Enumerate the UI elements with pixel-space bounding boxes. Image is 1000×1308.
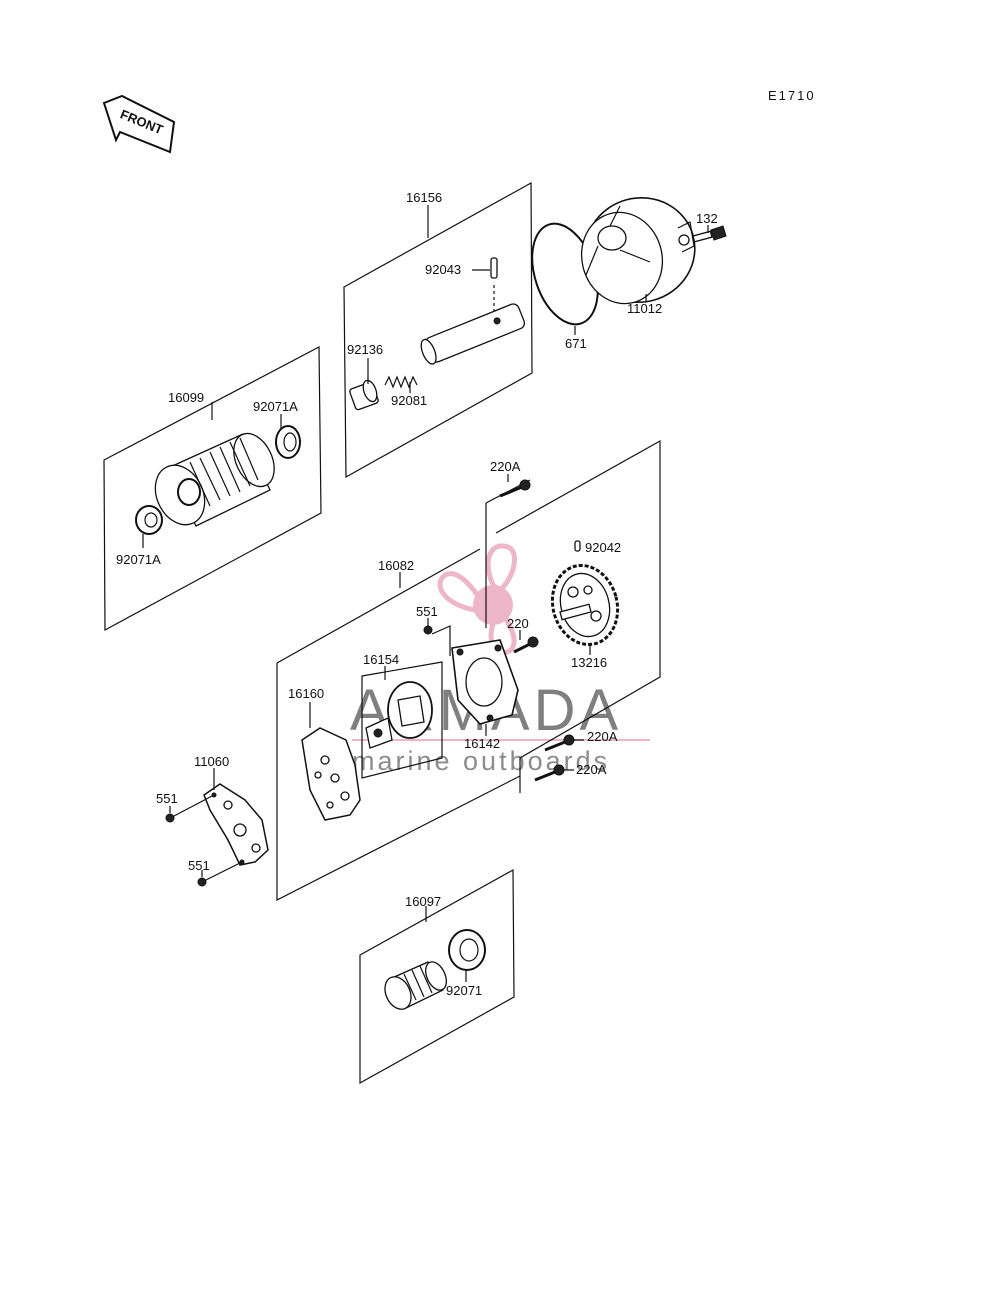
- bolt-220A-top: [499, 479, 531, 498]
- watermark-tagline: marine outboards: [352, 746, 610, 776]
- label-220A-right-1: 220A: [587, 729, 618, 744]
- pin-92043: [490, 257, 498, 279]
- bolt-220A-right-1: [544, 734, 575, 752]
- label-132: 132: [696, 211, 718, 226]
- label-92071A-top: 92071A: [253, 399, 298, 414]
- assembly-16082: 16082 16154 551 220: [276, 548, 618, 901]
- label-220A-top: 220A: [490, 459, 521, 474]
- label-16082: 16082: [378, 558, 414, 573]
- bolt-132: [692, 225, 727, 243]
- front-arrow-icon: FRONT: [102, 94, 176, 154]
- spring-92081: [384, 375, 418, 389]
- label-16097: 16097: [405, 894, 441, 909]
- assembly-16099: 16099 92071A 92071A: [103, 346, 322, 632]
- pump-shaft: [420, 303, 526, 365]
- label-16154: 16154: [363, 652, 399, 667]
- gear-13216: [550, 563, 620, 647]
- label-92081: 92081: [391, 393, 427, 408]
- bolt-220: [513, 636, 539, 654]
- label-16160: 16160: [288, 686, 324, 701]
- assembly-gear-side: 220A 92042 13216: [485, 439, 661, 793]
- pin-551-b: [197, 877, 207, 887]
- label-220A-right-2: 220A: [576, 762, 607, 777]
- seal-92071A-bottom: [135, 505, 163, 535]
- seal-92071: [448, 929, 486, 971]
- label-92071A-bottom: 92071A: [116, 552, 161, 567]
- relief-piston-92136: [349, 379, 379, 411]
- label-16156: 16156: [406, 190, 442, 205]
- pin-92042: [574, 540, 581, 552]
- label-16142: 16142: [464, 736, 500, 751]
- cover-16142: [451, 639, 519, 725]
- plate-16160: [301, 727, 361, 821]
- label-220: 220: [507, 616, 529, 631]
- label-11012: 11012: [627, 301, 662, 316]
- diagram-code: E1710: [768, 88, 816, 103]
- label-671: 671: [565, 336, 587, 351]
- label-11060: 11060: [194, 754, 229, 769]
- rotor-16154: [365, 681, 433, 749]
- assembly-16097: 16097 92071: [359, 868, 515, 1085]
- pump-housing-11012: [580, 196, 696, 305]
- label-92042: 92042: [585, 540, 621, 555]
- seal-92071A-top: [275, 425, 301, 459]
- pin-551-mid: [423, 625, 433, 635]
- oil-filter-element: [154, 432, 275, 527]
- label-13216: 13216: [571, 655, 607, 670]
- pin-551-a: [165, 813, 175, 823]
- label-16099: 16099: [168, 390, 204, 405]
- assembly-16156: 16156 92043 92136 92081: [343, 181, 533, 479]
- label-92043: 92043: [425, 262, 461, 277]
- cover-11060: [203, 783, 269, 866]
- label-551-a: 551: [156, 791, 178, 806]
- label-551-b: 551: [188, 858, 210, 873]
- label-92071: 92071: [446, 983, 482, 998]
- label-92136: 92136: [347, 342, 383, 357]
- oil-strainer: [384, 961, 447, 1010]
- label-551-mid: 551: [416, 604, 438, 619]
